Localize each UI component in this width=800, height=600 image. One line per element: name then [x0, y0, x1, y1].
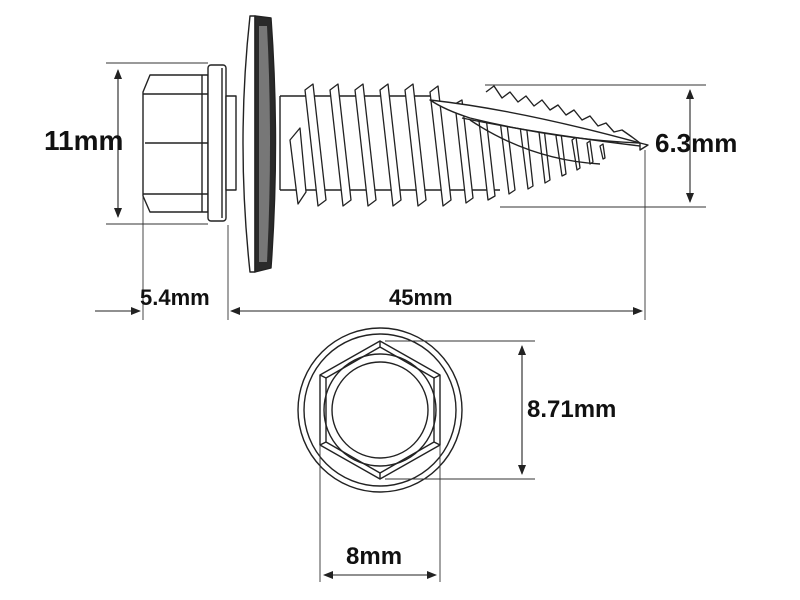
extension-lines — [106, 62, 706, 320]
top-view-extension-lines — [319, 340, 535, 582]
top-view-dimension-lines — [323, 345, 526, 579]
sealing-washer — [242, 15, 277, 273]
head-thickness-label: 5.4mm — [140, 285, 210, 310]
across-corners-label: 8.71mm — [527, 396, 617, 423]
thread-diameter-label: 6.3mm — [655, 128, 738, 158]
screw-side-view — [142, 15, 649, 273]
drill-point — [429, 85, 649, 165]
flange — [207, 64, 227, 222]
hex-head — [142, 74, 209, 213]
thread-crests — [289, 83, 606, 207]
collar-circle — [323, 353, 437, 467]
dimension-lines — [95, 69, 694, 315]
screw-top-view — [297, 327, 463, 493]
head-height-label: 11mm — [44, 125, 124, 156]
total-length-label: 45mm — [389, 285, 453, 310]
across-flats-label: 8mm — [346, 543, 403, 570]
collar — [225, 95, 237, 191]
